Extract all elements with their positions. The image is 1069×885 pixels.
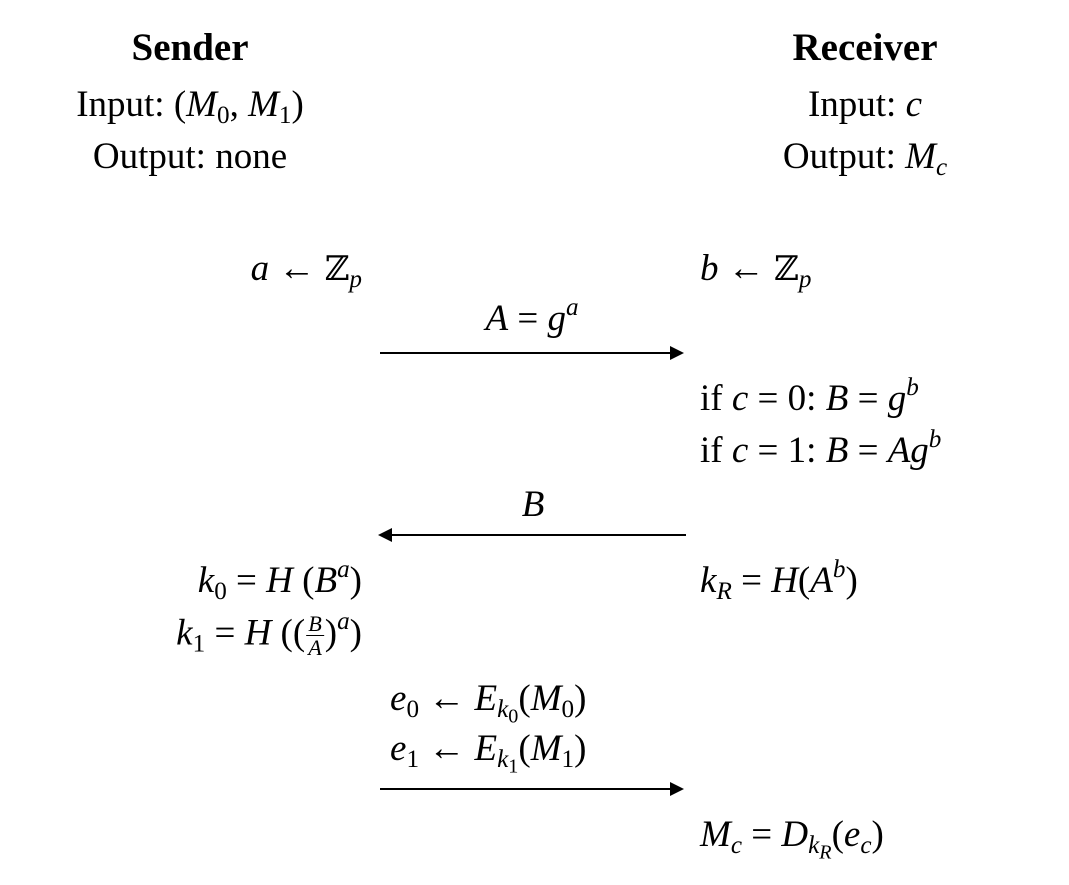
arrow-sender-to-receiver-2 <box>380 782 684 796</box>
sender-key-k0: k0 = H (Ba) <box>197 555 362 606</box>
receiver-title: Receiver <box>792 26 938 69</box>
ciphertext-e1: e1 ← Ek1(M1) <box>390 728 587 778</box>
ciphertext-e0: e0 ← Ek0(M0) <box>390 678 587 728</box>
arrow-receiver-to-sender <box>378 528 686 542</box>
sender-title: Sender <box>131 26 249 69</box>
arrow-sender-to-receiver-1 <box>380 346 684 360</box>
message-A-label: A = ga <box>485 293 579 339</box>
message-B-label: B <box>521 484 545 525</box>
receiver-decryption: Mc = DkR(ec) <box>700 814 884 864</box>
receiver-sample-b: b ← ℤp <box>700 248 812 294</box>
receiver-input: Input: c <box>807 84 923 125</box>
sender-output: Output: none <box>92 136 288 177</box>
receiver-output: Output: Mc <box>782 136 948 182</box>
receiver-condition-c0: if c = 0: B = gb <box>700 373 919 419</box>
receiver-key-kR: kR = H(Ab) <box>700 555 858 606</box>
receiver-condition-c1: if c = 1: B = Agb <box>700 425 942 471</box>
sender-sample-a: a ← ℤp <box>250 248 362 294</box>
sender-input: Input: (M0, M1) <box>76 84 304 130</box>
